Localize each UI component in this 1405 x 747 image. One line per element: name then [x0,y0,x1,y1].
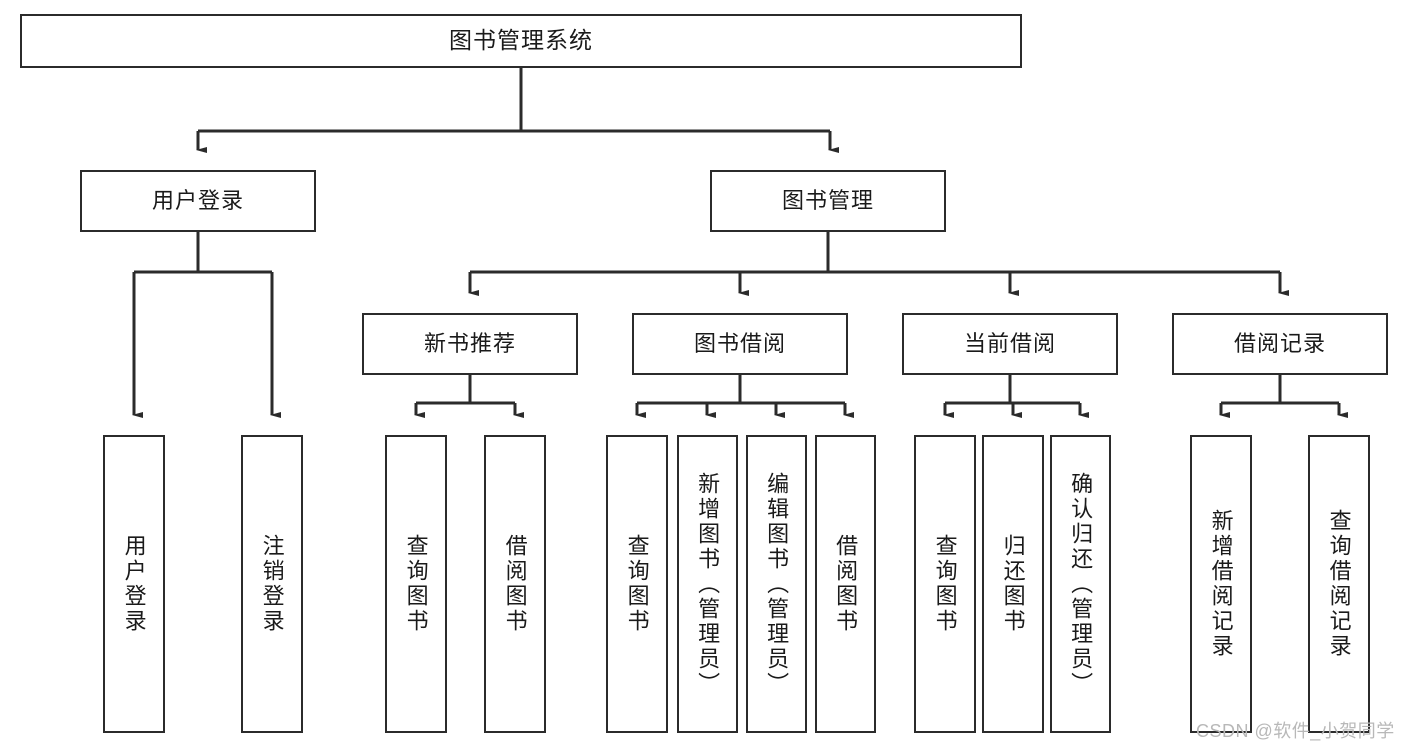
node-leaf-query-borrow-record-label: 查询借阅记录 [1326,509,1352,659]
node-leaf-query-book-recommend[interactable]: 查询图书 [385,435,447,733]
node-current-borrow[interactable]: 当前借阅 [902,313,1118,375]
node-leaf-query-book-borrow[interactable]: 查询图书 [606,435,668,733]
node-root-label: 图书管理系统 [449,27,593,54]
node-leaf-borrow-book-recommend[interactable]: 借阅图书 [484,435,546,733]
node-leaf-query-book-current[interactable]: 查询图书 [914,435,976,733]
node-leaf-query-book-borrow-label: 查询图书 [624,534,650,634]
node-book-borrow-label: 图书借阅 [693,330,786,356]
node-book-management-label: 图书管理 [781,187,874,213]
node-book-borrow[interactable]: 图书借阅 [632,313,848,375]
node-leaf-borrow-book[interactable]: 借阅图书 [815,435,876,733]
node-borrow-records[interactable]: 借阅记录 [1172,313,1388,375]
node-book-management[interactable]: 图书管理 [710,170,946,232]
node-root-system[interactable]: 图书管理系统 [20,14,1022,68]
node-leaf-add-borrow-record[interactable]: 新增借阅记录 [1190,435,1252,733]
node-current-borrow-label: 当前借阅 [963,330,1056,356]
node-leaf-return-book[interactable]: 归还图书 [982,435,1044,733]
csdn-watermark: CSDN @软件_小贺同学 [1196,721,1395,741]
node-borrow-records-label: 借阅记录 [1233,330,1326,356]
node-leaf-add-borrow-record-label: 新增借阅记录 [1208,509,1234,659]
node-user-login[interactable]: 用户登录 [80,170,316,232]
node-leaf-user-login-label: 用户登录 [121,534,147,634]
node-leaf-edit-book-admin[interactable]: 编辑图书（管理员） [746,435,807,733]
node-leaf-logout-login[interactable]: 注销登录 [241,435,303,733]
node-new-book-recommend[interactable]: 新书推荐 [362,313,578,375]
node-leaf-user-login[interactable]: 用户登录 [103,435,165,733]
node-leaf-return-book-label: 归还图书 [1000,534,1026,634]
node-leaf-confirm-return-admin-label: 确认归还（管理员） [1068,471,1094,697]
node-new-book-recommend-label: 新书推荐 [423,330,516,356]
node-leaf-edit-book-admin-label: 编辑图书（管理员） [764,471,790,697]
node-leaf-query-book-current-label: 查询图书 [932,534,958,634]
node-leaf-query-borrow-record[interactable]: 查询借阅记录 [1308,435,1370,733]
node-leaf-borrow-book-label: 借阅图书 [833,534,859,634]
node-user-login-label: 用户登录 [151,187,244,213]
node-leaf-borrow-book-recommend-label: 借阅图书 [502,534,528,634]
node-leaf-confirm-return-admin[interactable]: 确认归还（管理员） [1050,435,1111,733]
node-leaf-logout-login-label: 注销登录 [259,534,285,634]
node-leaf-add-book-admin-label: 新增图书（管理员） [695,471,721,697]
node-leaf-query-book-recommend-label: 查询图书 [403,534,429,634]
node-leaf-add-book-admin[interactable]: 新增图书（管理员） [677,435,738,733]
